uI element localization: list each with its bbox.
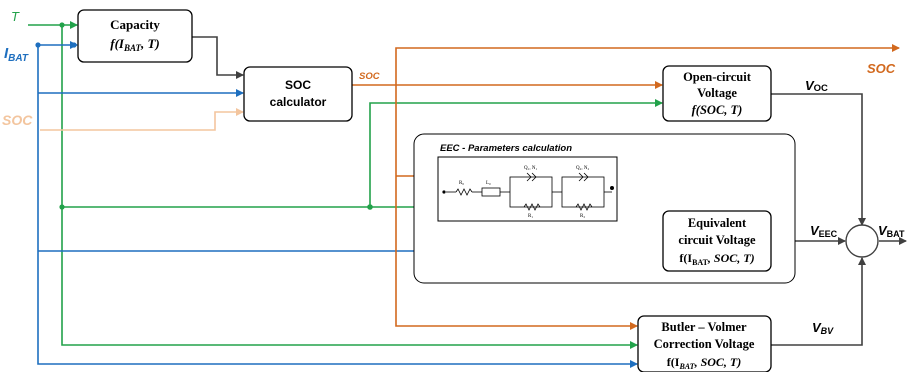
ocv-formula: f(SOC, T)	[692, 103, 743, 117]
q1n1-label: Q₁, N₁	[524, 166, 537, 171]
r0-label: R₀	[459, 181, 464, 186]
current-input-label: IBAT	[4, 45, 29, 64]
eec-parameters-title: EEC - Parameters calculation	[440, 143, 572, 154]
soc-input-label: SOC	[2, 112, 33, 128]
bv-formula: f(IBAT, SOC, T)	[667, 355, 741, 371]
vbat-label: VBAT	[878, 223, 905, 239]
voc-label: VOC	[805, 78, 828, 94]
vbv-label: VBV	[812, 320, 834, 336]
summing-junction	[845, 224, 879, 258]
equivalent-circuit-schematic	[446, 172, 612, 211]
q2n2-label: Q₂, N₂	[576, 166, 589, 171]
soc-calculator-title: SOC	[285, 78, 311, 92]
resistor-r1	[523, 203, 541, 211]
temperature-wires	[28, 21, 663, 349]
eec-voltage-subtitle: circuit Voltage	[678, 233, 756, 247]
eec-voltage-title: Equivalent	[688, 216, 747, 230]
resistor-r2	[575, 203, 593, 211]
cpe-q2	[578, 172, 589, 182]
l0-label: L₀	[486, 181, 491, 186]
cpe-q1	[526, 172, 537, 182]
r2-label: R₂	[580, 214, 585, 219]
equivalent-circuit-voltage-block: Equivalent circuit Voltage f(IBAT, SOC, …	[662, 210, 772, 272]
capacity-title: Capacity	[110, 17, 160, 32]
soc-input-wire	[40, 108, 244, 131]
bv-subtitle: Correction Voltage	[654, 337, 755, 351]
ocv-title: Open-circuit	[683, 70, 752, 84]
soc-output-label: SOC	[867, 61, 896, 76]
soc-calculator-block: SOC calculator	[243, 66, 353, 122]
ocv-subtitle: Voltage	[697, 86, 737, 100]
bv-title: Butler – Volmer	[661, 320, 747, 334]
resistor-r0	[455, 188, 473, 196]
capacity-formula: f(IBAT, T)	[110, 36, 160, 53]
soc-mid-label: SOC	[359, 71, 380, 82]
veec-label: VEEC	[810, 223, 838, 239]
soc-calculator-subtitle: calculator	[270, 95, 327, 109]
capacity-block: Capacity f(IBAT, T)	[77, 9, 193, 63]
open-circuit-voltage-block: Open-circuit Voltage f(SOC, T)	[662, 65, 772, 122]
eec-voltage-formula: f(IBAT, SOC, T)	[679, 251, 754, 267]
temperature-input-label: T	[11, 9, 20, 24]
r1-label: R₁	[528, 214, 533, 219]
butler-volmer-block: Butler – Volmer Correction Voltage f(IBA…	[637, 315, 772, 372]
